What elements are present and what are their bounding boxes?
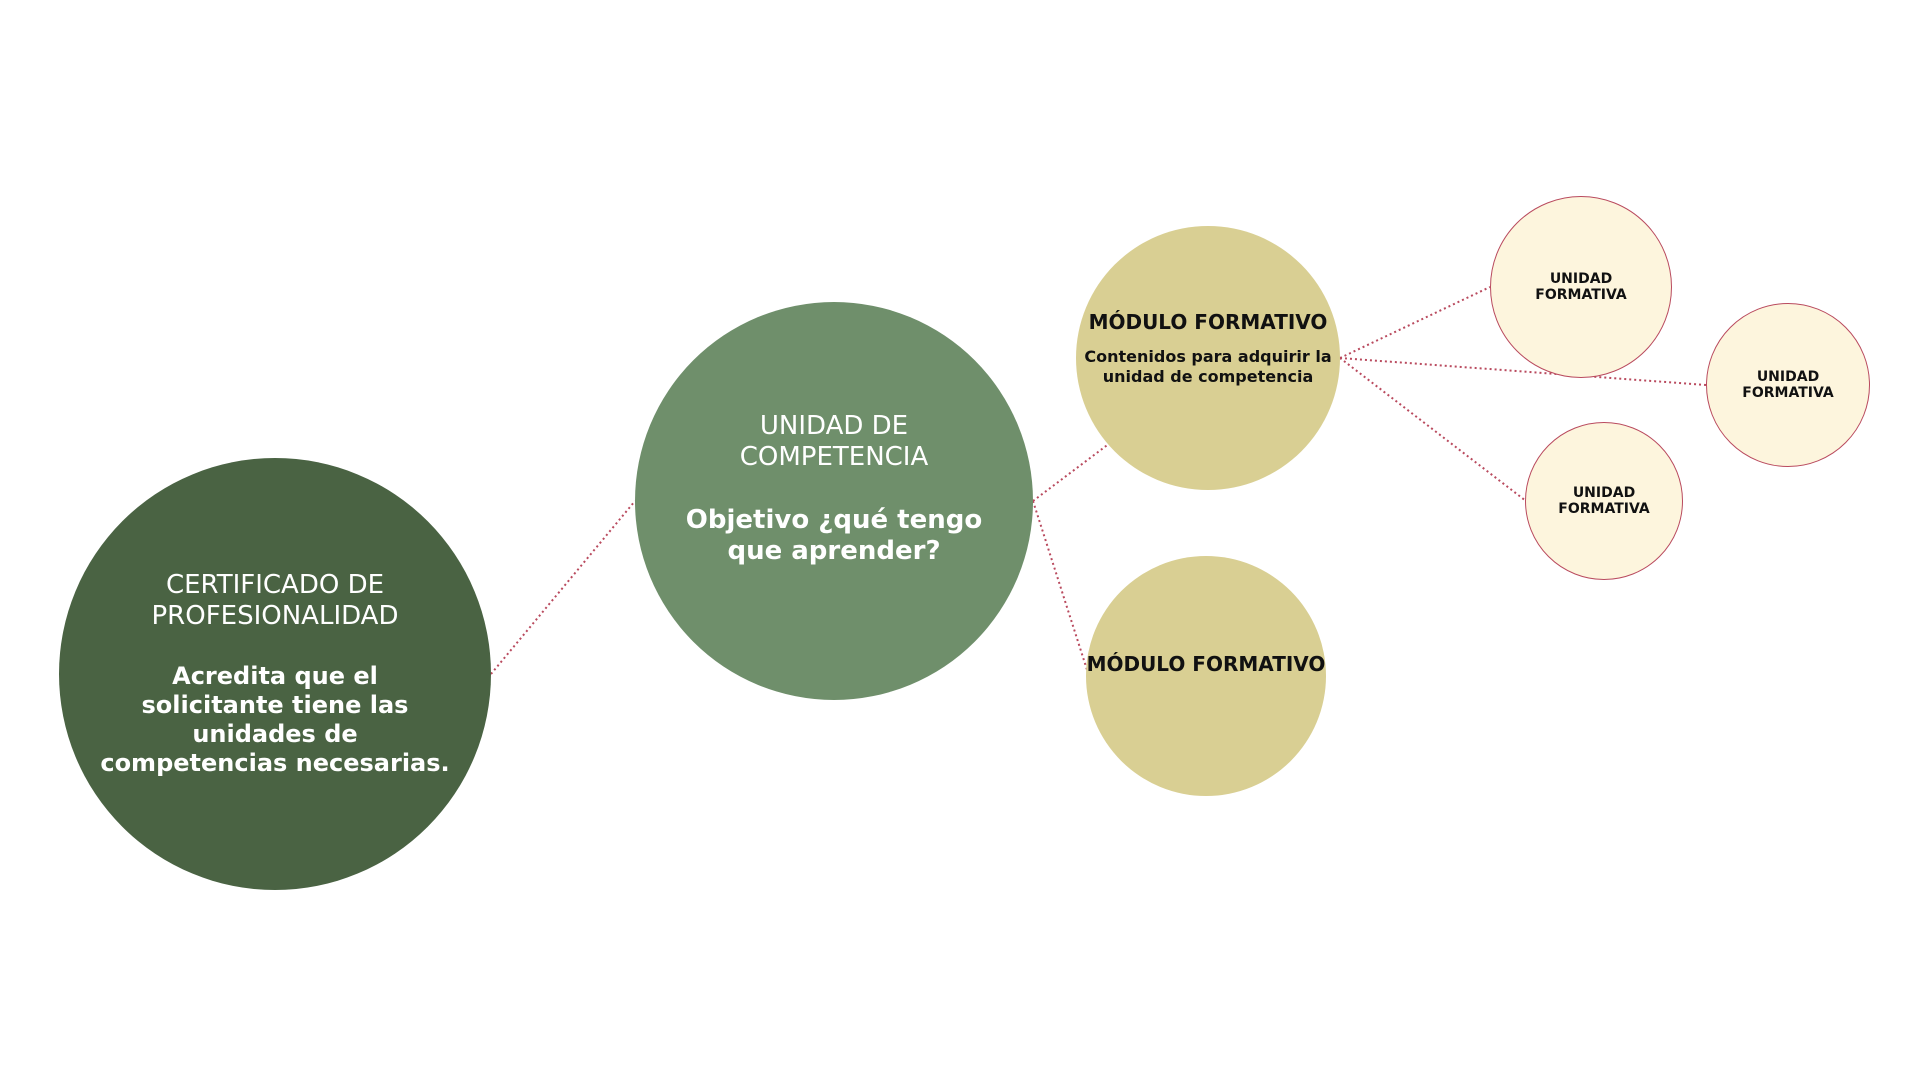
modulo-formativo-node-1[interactable]: MÓDULO FORMATIVO Contenidos para adquiri… [1076,226,1340,490]
unidad-formativa-title-1: UNIDAD FORMATIVA [1535,271,1627,303]
certificado-description: Acredita que el solicitante tiene las un… [100,662,450,777]
certificado-title: CERTIFICADO DE PROFESIONALIDAD [151,570,399,631]
unidad-formativa-node-1[interactable]: UNIDAD FORMATIVA [1490,196,1672,378]
unidad-formativa-node-3[interactable]: UNIDAD FORMATIVA [1525,422,1683,580]
unidad-formativa-node-2[interactable]: UNIDAD FORMATIVA [1706,303,1870,467]
unidad-competencia-node[interactable]: UNIDAD DE COMPETENCIA Objetivo ¿qué teng… [635,302,1033,700]
connector-modulo-1-uf-2 [1339,357,1707,386]
unidad-competencia-description: Objetivo ¿qué tengo que aprender? [685,505,983,566]
connector-competencia-modulo-2 [1032,500,1090,677]
certificado-node[interactable]: CERTIFICADO DE PROFESIONALIDAD Acredita … [59,458,491,890]
connector-competencia-modulo-1 [1032,442,1111,502]
unidad-formativa-title-2: UNIDAD FORMATIVA [1742,369,1834,401]
unidad-formativa-title-3: UNIDAD FORMATIVA [1558,485,1650,517]
modulo-formativo-title-2: MÓDULO FORMATIVO [1086,651,1326,676]
modulo-formativo-title-1: MÓDULO FORMATIVO [1088,309,1328,334]
connector-modulo-1-uf-3 [1339,357,1527,502]
unidad-competencia-title: UNIDAD DE COMPETENCIA [739,411,929,472]
connector-modulo-1-uf-1 [1339,286,1491,359]
connector-certificado-competencia [490,500,636,675]
modulo-formativo-description-1: Contenidos para adquirir la unidad de co… [1084,346,1332,386]
modulo-formativo-node-2[interactable]: MÓDULO FORMATIVO [1086,556,1326,796]
